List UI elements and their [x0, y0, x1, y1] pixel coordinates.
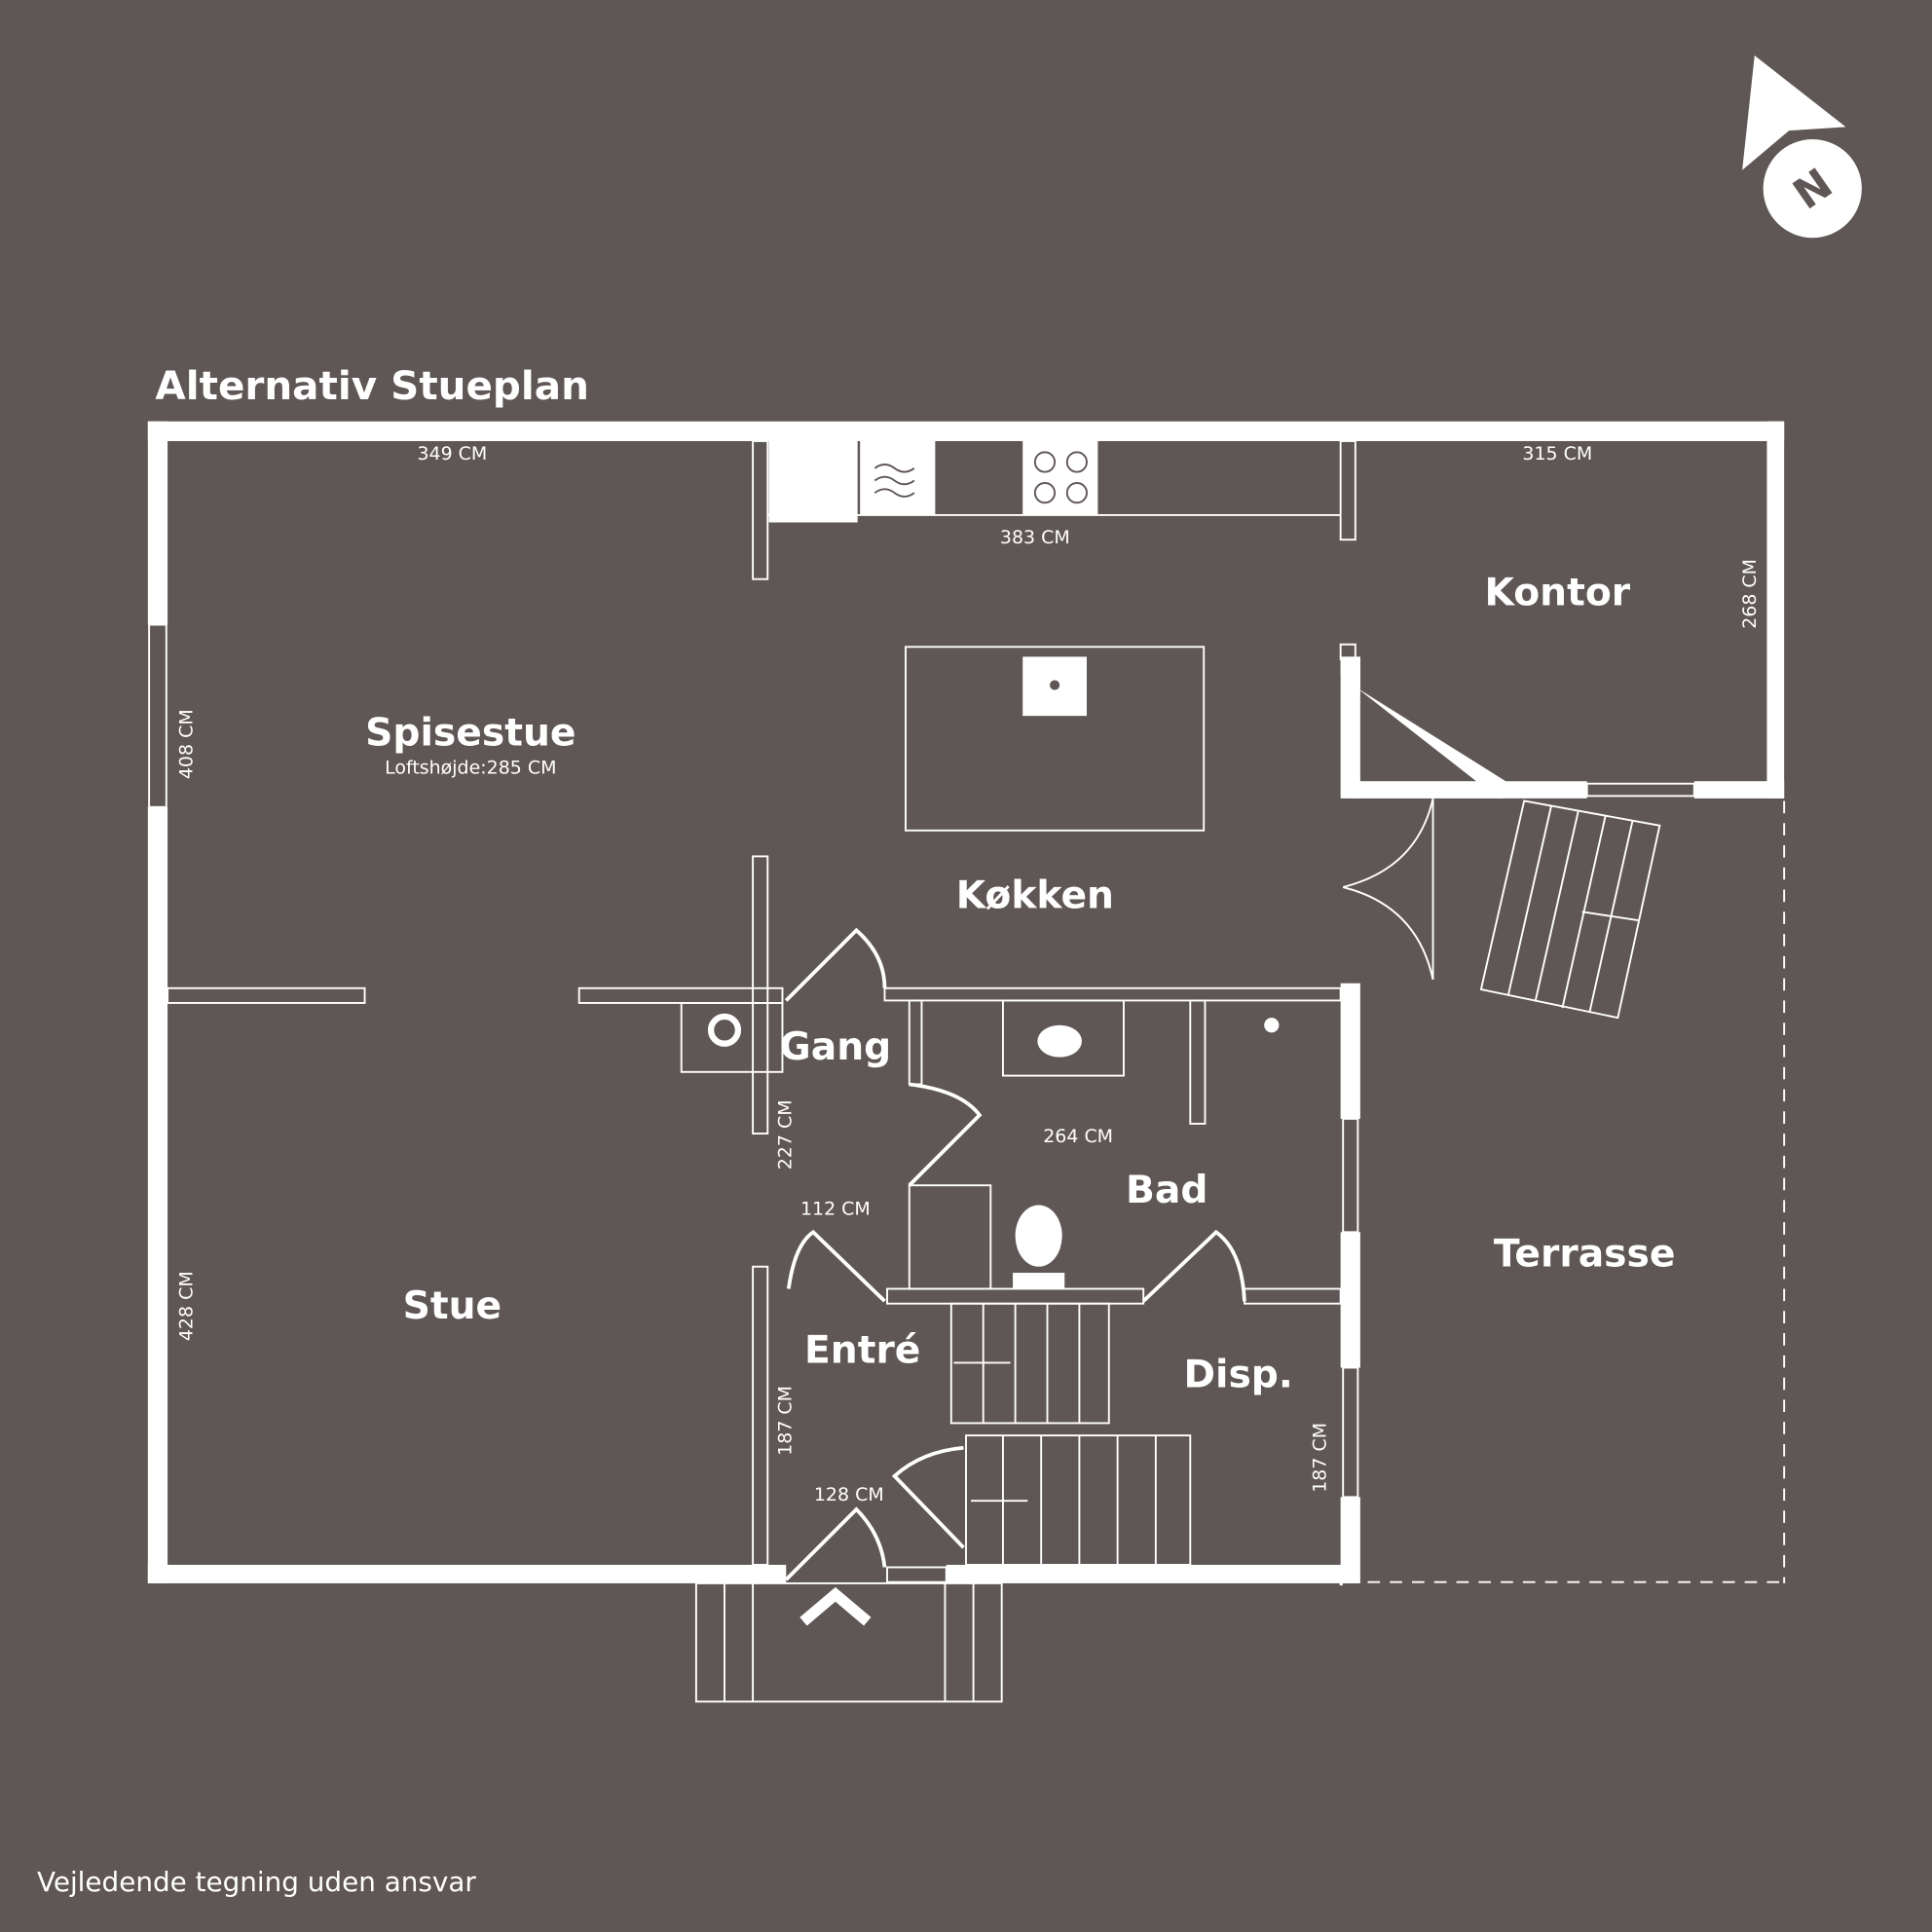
dimension: 315 CM — [1522, 443, 1592, 464]
ceiling-height: Loftshøjde:285 CM — [385, 758, 556, 779]
washer-area — [1002, 999, 1125, 1077]
room-label-entre: Entré — [804, 1328, 920, 1372]
toilet-icon — [1013, 1205, 1065, 1289]
dimension: 128 CM — [814, 1484, 884, 1505]
room-label-disp: Disp. — [1183, 1354, 1292, 1397]
doors — [784, 798, 1434, 1581]
kitchen-counter — [767, 440, 1341, 832]
room-label-spisestue: Spisestue — [365, 712, 576, 756]
north-arrow-icon: N — [1742, 55, 1862, 239]
room-label-stue: Stue — [403, 1284, 502, 1328]
disclaimer: Vejledende tegning uden ansvar — [37, 1866, 476, 1898]
dimension: 187 CM — [1309, 1423, 1330, 1493]
dimension: 268 CM — [1739, 559, 1761, 629]
stove-icon — [1022, 440, 1098, 515]
room-label-kontor: Kontor — [1485, 571, 1631, 614]
room-label-gang: Gang — [780, 1025, 892, 1069]
kitchen-island — [905, 646, 1206, 832]
shower-icon — [1264, 1018, 1280, 1033]
dimension: 428 CM — [175, 1271, 197, 1341]
dimension: 187 CM — [774, 1386, 796, 1456]
dimension: 408 CM — [175, 709, 197, 779]
chimney-icon — [707, 1013, 742, 1047]
walls — [147, 421, 1785, 1586]
plan-title: Alternativ Stueplan — [155, 362, 588, 409]
dimension: 112 CM — [800, 1199, 871, 1220]
dimension: 264 CM — [1043, 1126, 1113, 1147]
room-label-bad: Bad — [1126, 1169, 1208, 1212]
stairs — [694, 799, 1661, 1703]
room-label-kokken: Køkken — [956, 874, 1114, 918]
room-label-terrasse: Terrasse — [1494, 1233, 1676, 1277]
dimension: 383 CM — [1000, 527, 1070, 548]
microwave-icon — [860, 440, 936, 515]
washing-machine-icon — [1037, 1024, 1082, 1058]
entrance-arrow-icon — [799, 1586, 872, 1626]
dimension: 227 CM — [774, 1099, 796, 1170]
dimension: 349 CM — [417, 443, 487, 464]
